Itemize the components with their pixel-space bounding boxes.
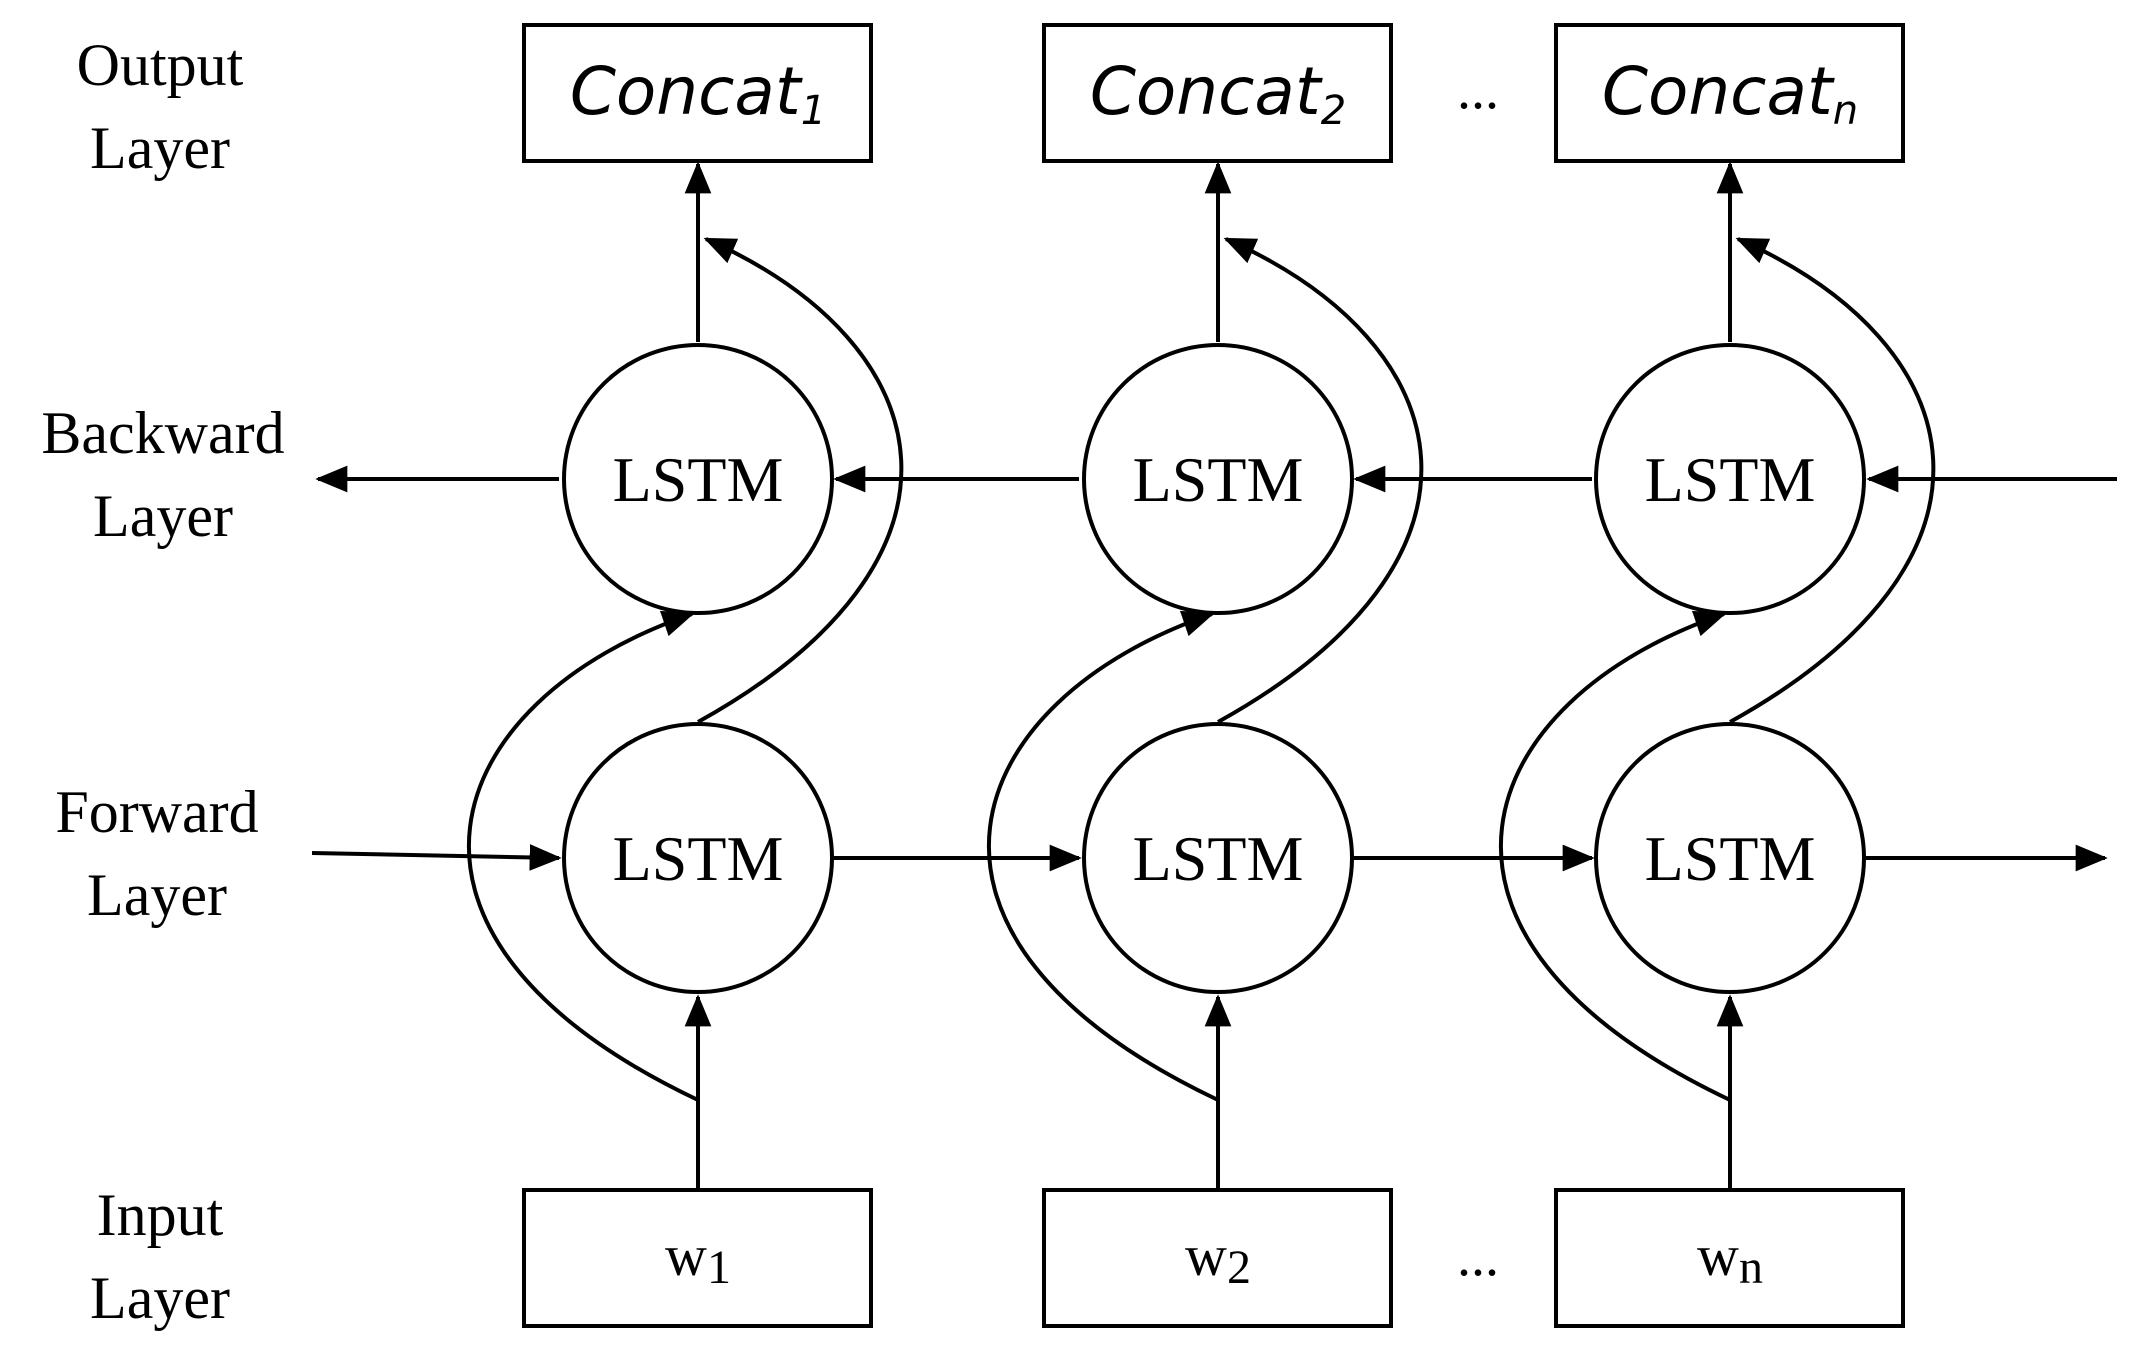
concat-subscript: 2 <box>1321 88 1346 134</box>
forward-to-concat-curve <box>697 237 904 724</box>
input-layer-label-line2: Layer <box>90 1265 230 1331</box>
input-word-label: wn <box>1697 1223 1763 1294</box>
input-word-box <box>1042 1188 1393 1328</box>
output-layer-label-line1: Output <box>77 32 244 98</box>
column-3: LSTM LSTM Concatn wn <box>1499 23 1936 1328</box>
forward-lstm-label: LSTM <box>613 823 784 894</box>
input-to-backward-curve <box>1499 610 1731 1102</box>
concat-subscript: n <box>1833 88 1858 134</box>
backward-lstm-label: LSTM <box>1645 444 1816 515</box>
input-to-backward-curve <box>987 610 1219 1102</box>
input-base: w <box>1697 1223 1739 1288</box>
concat-base: Concat <box>570 53 803 130</box>
forward-lstm-cell <box>562 722 834 994</box>
input-base: w <box>665 1223 707 1288</box>
row-labels: Output Layer Backward Layer Forward Laye… <box>41 32 284 1331</box>
output-ellipsis: ... <box>1457 59 1499 121</box>
output-layer-label-line2: Layer <box>90 115 230 181</box>
backward-lstm-cell <box>1594 343 1866 615</box>
concat-output-label: Concatn <box>1602 53 1858 134</box>
forward-to-concat-curve <box>1217 237 1424 724</box>
concat-output-box <box>1042 23 1393 163</box>
concat-subscript: 1 <box>801 88 826 134</box>
input-subscript: 1 <box>707 1241 731 1294</box>
forward-lstm-cell <box>1594 722 1866 994</box>
backward-layer-label-line2: Layer <box>93 483 233 549</box>
backward-layer-label-line1: Backward <box>41 400 284 466</box>
column-2: LSTM LSTM Concat2 w2 <box>987 23 1424 1328</box>
input-subscript: 2 <box>1227 1241 1251 1294</box>
input-to-backward-curve <box>467 610 699 1102</box>
forward-lstm-label: LSTM <box>1133 823 1304 894</box>
column-1: LSTM LSTM Concat1 w1 <box>467 23 904 1328</box>
forward-layer-label-line1: Forward <box>55 779 258 845</box>
forward-input-arrow <box>311 844 562 871</box>
input-word-label: w2 <box>1185 1223 1251 1294</box>
input-word-box <box>1554 1188 1905 1328</box>
backward-lstm-label: LSTM <box>613 444 784 515</box>
recurrent-edges <box>311 465 2117 872</box>
concat-output-label: Concat2 <box>1090 53 1346 134</box>
concat-base: Concat <box>1602 53 1835 130</box>
concat-output-box <box>522 23 873 163</box>
input-layer-label-line1: Input <box>97 1182 224 1248</box>
concat-output-label: Concat1 <box>570 53 826 134</box>
backward-lstm-cell <box>562 343 834 615</box>
forward-lstm-cell <box>1082 722 1354 994</box>
input-base: w <box>1185 1223 1227 1288</box>
concat-output-box <box>1554 23 1905 163</box>
forward-lstm-label: LSTM <box>1645 823 1816 894</box>
input-subscript: n <box>1739 1241 1763 1294</box>
forward-to-concat-curve <box>1729 237 1936 724</box>
forward-layer-label-line2: Layer <box>87 862 227 928</box>
input-word-label: w1 <box>665 1223 731 1294</box>
input-ellipsis: ... <box>1457 1226 1499 1288</box>
input-word-box <box>522 1188 873 1328</box>
backward-lstm-cell <box>1082 343 1354 615</box>
concat-base: Concat <box>1090 53 1323 130</box>
backward-lstm-label: LSTM <box>1133 444 1304 515</box>
